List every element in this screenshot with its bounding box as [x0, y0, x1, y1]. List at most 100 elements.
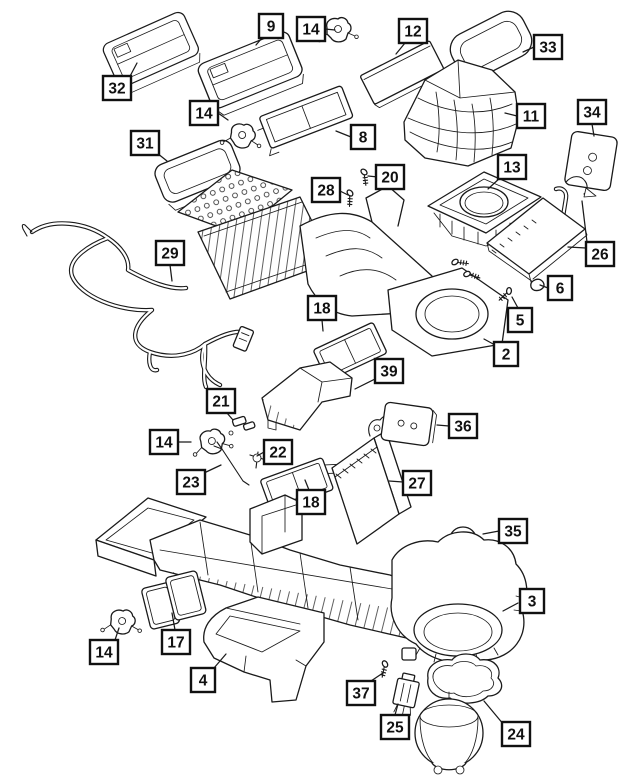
callout-leader-line: [324, 28, 336, 31]
callout-box: [306, 294, 338, 322]
callout-leader-line: [511, 296, 519, 309]
callout-number: 14: [95, 645, 113, 662]
callout-box: [257, 12, 285, 40]
callout-box: [576, 98, 608, 126]
part-23-control-rod: [213, 441, 250, 486]
callout-11-5: 11: [504, 102, 547, 130]
callout-box: [500, 720, 532, 748]
callout-13-10: 13: [487, 153, 528, 190]
callout-number: 32: [108, 81, 125, 98]
callout-number: 14: [302, 22, 320, 39]
part-39-duct: [261, 361, 353, 431]
callout-14-2: 14: [295, 15, 336, 43]
callout-number: 14: [155, 435, 173, 452]
callout-6-15: 6: [539, 274, 574, 302]
part-2-upper-housing: [177, 169, 509, 357]
callout-22-22: 22: [256, 438, 294, 466]
callout-box: [497, 517, 529, 545]
callout-number: 13: [503, 160, 521, 177]
callout-35-27: 35: [482, 517, 529, 545]
callout-number: 26: [591, 247, 609, 264]
part-33-seal-ring: [449, 10, 533, 80]
callout-box: [532, 33, 564, 61]
callout-3-31: 3: [502, 587, 546, 615]
part-8-filter-frame: [257, 85, 354, 157]
callout-18-24: 18: [295, 479, 327, 516]
part-17-seal-panels: [141, 570, 207, 630]
callout-number: 3: [528, 594, 537, 611]
callout-box: [345, 679, 377, 707]
callout-34-6: 34: [576, 98, 608, 137]
callout-leader-line: [354, 377, 378, 390]
callout-box: [88, 638, 120, 666]
callout-box: [518, 587, 546, 615]
callout-number: 17: [167, 635, 184, 652]
part-25-resistor: [392, 672, 420, 716]
callout-box: [295, 488, 327, 516]
callout-14-29: 14: [88, 627, 120, 666]
callout-leader-line: [504, 112, 518, 117]
callout-29-13: 29: [154, 239, 186, 282]
callout-box: [160, 628, 192, 656]
callout-8-7: 8: [335, 123, 377, 151]
callout-17-28: 17: [160, 612, 192, 656]
callout-leader-line: [339, 190, 349, 196]
callout-18-18: 18: [306, 294, 338, 332]
callout-box: [506, 306, 534, 334]
callout-box: [401, 469, 433, 497]
part-3-lower-housing: [95, 494, 531, 665]
part-34-mounting-plate: [564, 130, 618, 198]
callout-box: [496, 153, 528, 181]
callout-39-19: 39: [354, 357, 405, 390]
callout-box: [515, 102, 547, 130]
callout-box: [492, 340, 520, 368]
callout-leader-line: [482, 530, 500, 535]
callout-number: 9: [267, 19, 276, 36]
callout-number: 35: [504, 524, 522, 541]
callout-2-17: 2: [483, 338, 520, 368]
callout-box: [295, 15, 327, 43]
part-12-cover-panel: [360, 40, 447, 109]
callout-number: 6: [556, 281, 565, 298]
callout-leader-line: [171, 612, 176, 631]
callout-number: 33: [539, 40, 557, 57]
callout-number: 24: [507, 727, 525, 744]
callout-21-20: 21: [205, 387, 237, 421]
callout-leader-line: [370, 672, 384, 682]
callout-leader-line: [539, 284, 549, 289]
callout-box: [262, 438, 294, 466]
callout-number: 36: [454, 419, 472, 436]
callout-number: 12: [404, 24, 421, 41]
callout-number: 31: [136, 136, 154, 153]
callout-number: 34: [583, 105, 601, 122]
callout-33-4: 33: [522, 33, 564, 61]
callout-number: 2: [502, 347, 511, 364]
callout-box: [148, 428, 180, 456]
callout-box: [129, 129, 161, 157]
part-24-blower-motor: [414, 653, 503, 775]
callout-leader-line: [436, 424, 450, 427]
callout-leader-line: [388, 480, 404, 483]
callout-number: 21: [212, 394, 230, 411]
callout-leader-line: [217, 112, 229, 121]
callout-leader-line: [304, 479, 310, 491]
callout-leader-line: [591, 123, 595, 137]
callout-number: 18: [313, 301, 331, 318]
callout-9-1: 9: [255, 12, 285, 46]
callout-leader-line: [502, 602, 519, 612]
callout-14-21: 14: [148, 428, 192, 456]
callout-leader-line: [321, 319, 324, 332]
callout-leader-line: [522, 46, 535, 53]
callout-28-12: 28: [310, 176, 349, 204]
callout-number: 25: [386, 720, 404, 737]
callout-box: [447, 412, 479, 440]
callout-4-30: 4: [189, 653, 227, 694]
callout-number: 18: [302, 495, 320, 512]
part-6-clip: [530, 278, 545, 292]
callout-leader-line: [483, 700, 505, 726]
callout-number: 37: [352, 686, 369, 703]
part-29-wiring-harness: [21, 221, 255, 390]
part-11-air-inlet-housing: [403, 59, 520, 167]
